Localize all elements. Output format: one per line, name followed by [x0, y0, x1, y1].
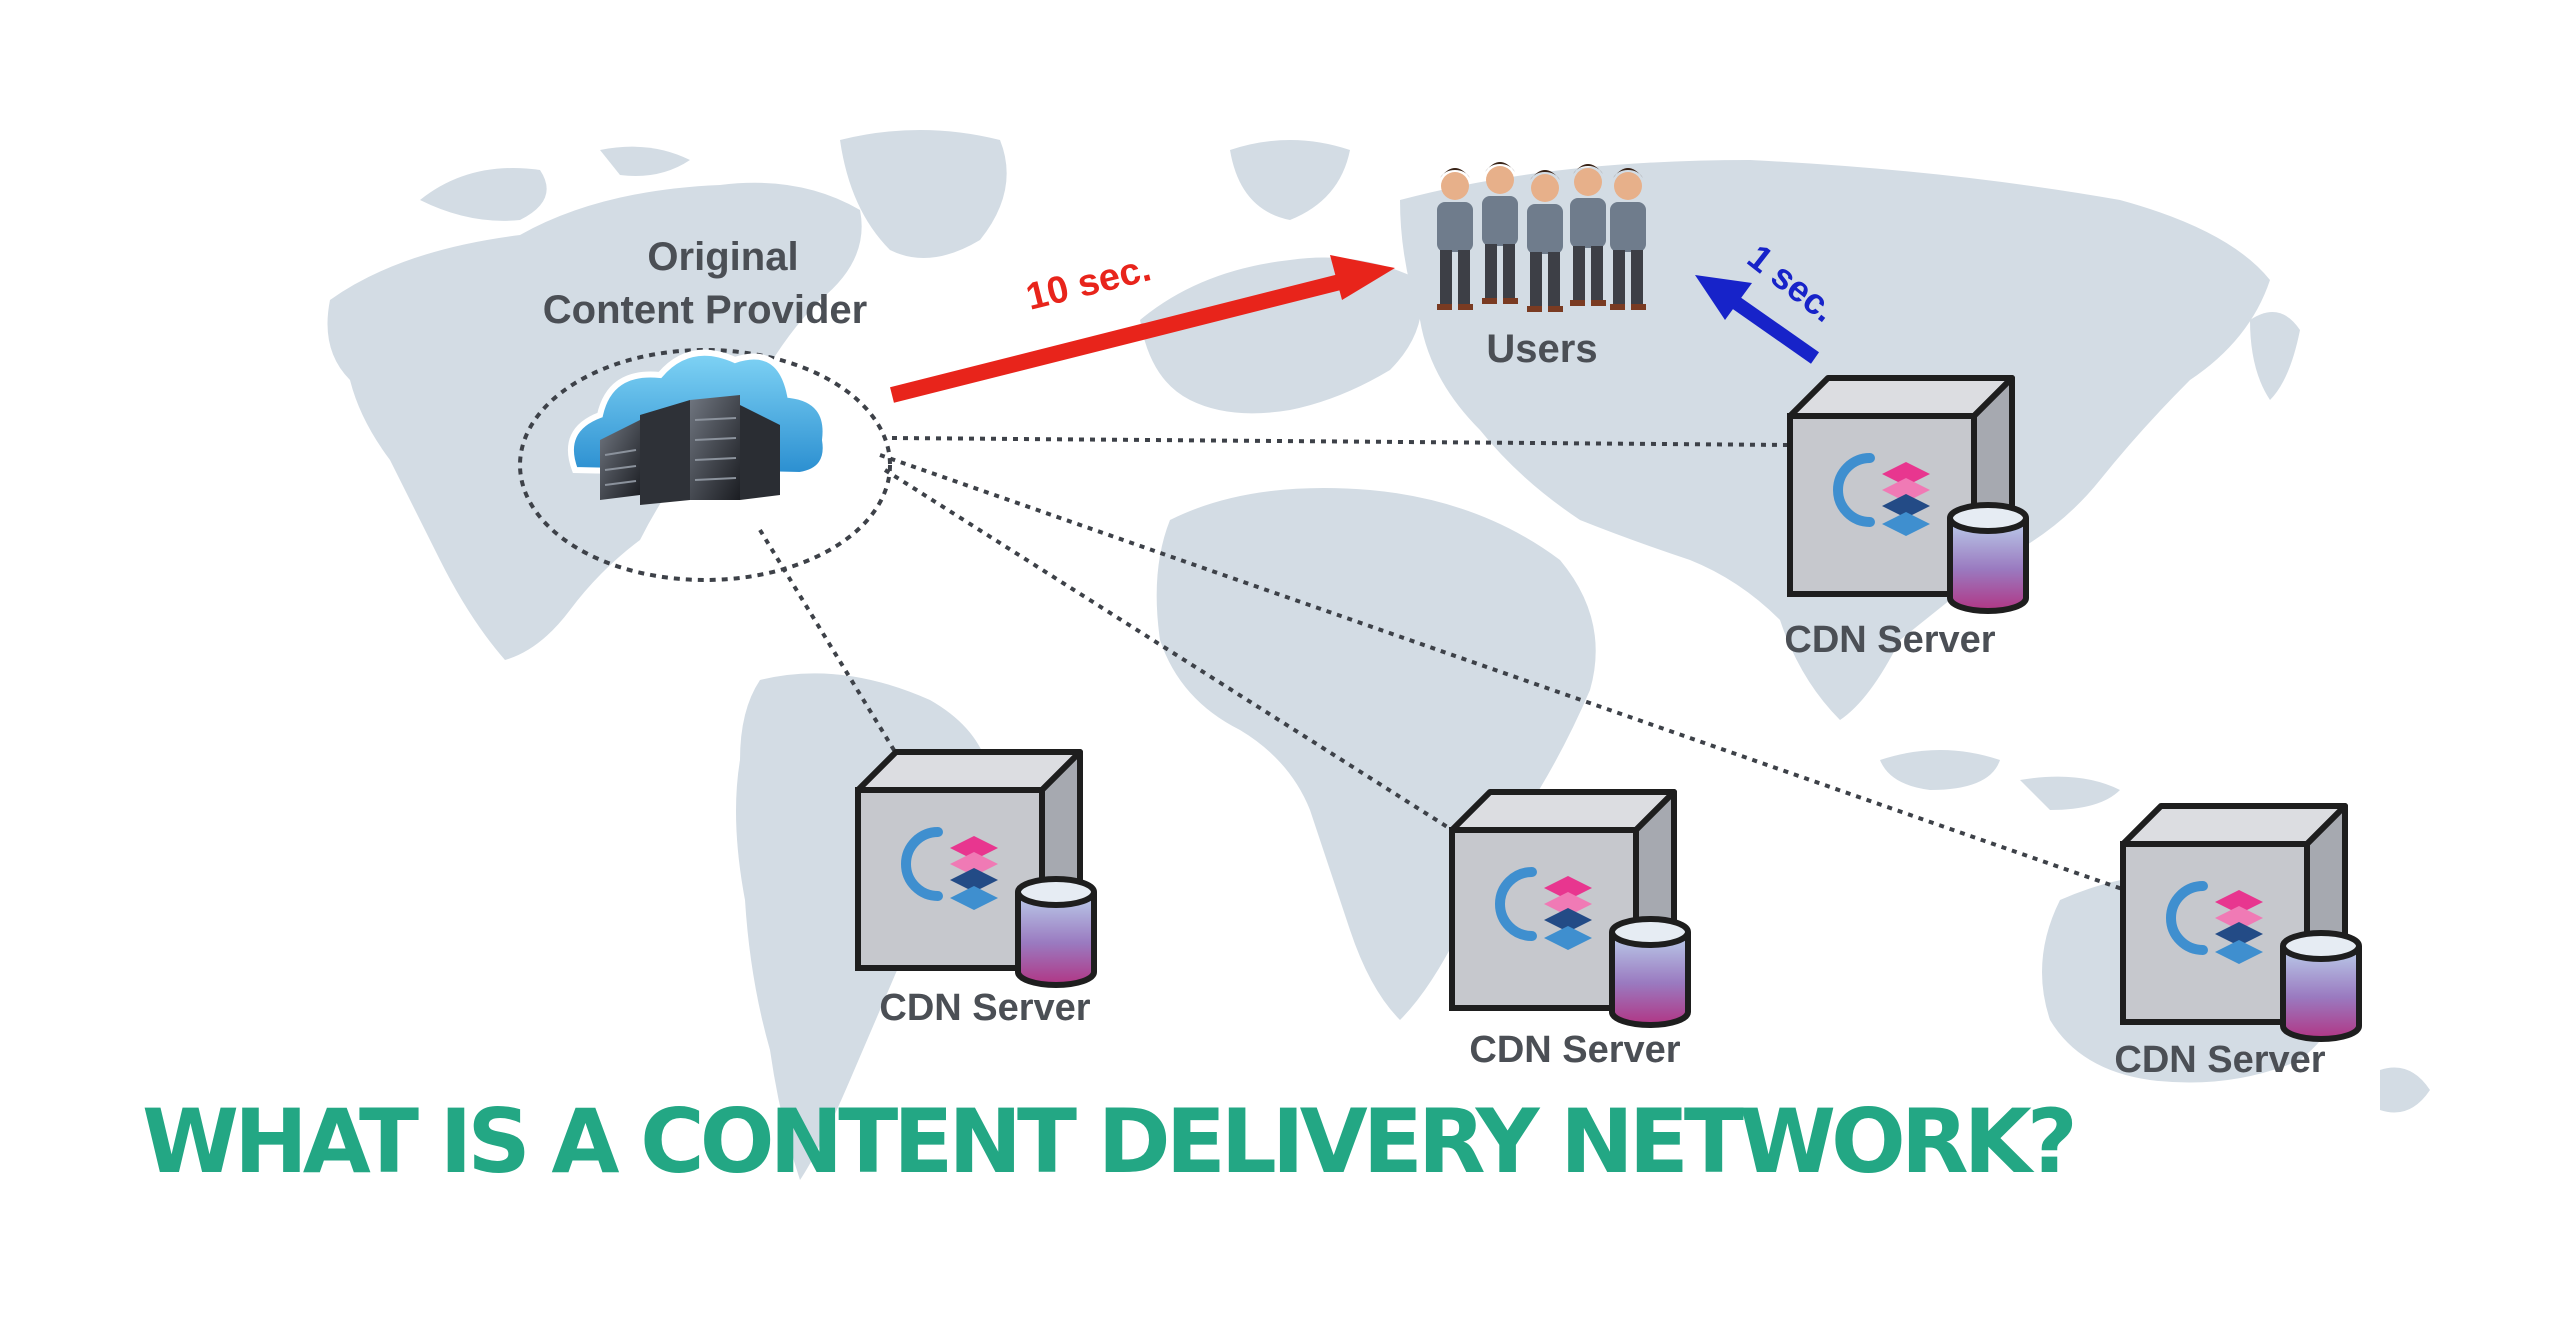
cdn-server-label: CDN Server [1469, 1029, 1680, 1071]
connection-line-africa [883, 468, 1462, 837]
users-group: Users [1437, 162, 1646, 371]
page-title: WHAT IS A CONTENT DELIVERY NETWORK? [142, 1090, 2078, 1193]
origin-label-line1: Original [647, 235, 798, 279]
cdn-server-label: CDN Server [879, 987, 1090, 1029]
cdn-server-africa: CDN Server [1452, 792, 1688, 1071]
cdn-server-label: CDN Server [1784, 619, 1995, 661]
cdn-server-asia: CDN Server [1784, 378, 2026, 661]
cdn-server-label: CDN Server [2114, 1039, 2325, 1081]
connection-line-asia [891, 436, 1791, 447]
cdn-server-australia: CDN Server [2114, 806, 2359, 1081]
slow-path-label: 10 sec. [1022, 247, 1155, 318]
origin-label-line2: Content Provider [543, 288, 867, 332]
cloud-server-icon [568, 349, 829, 505]
cdn-server-south-america: CDN Server [858, 752, 1094, 1029]
origin-boundary [518, 348, 892, 582]
users-label: Users [1486, 327, 1597, 371]
origin-content-provider: Original Content Provider [518, 235, 892, 582]
